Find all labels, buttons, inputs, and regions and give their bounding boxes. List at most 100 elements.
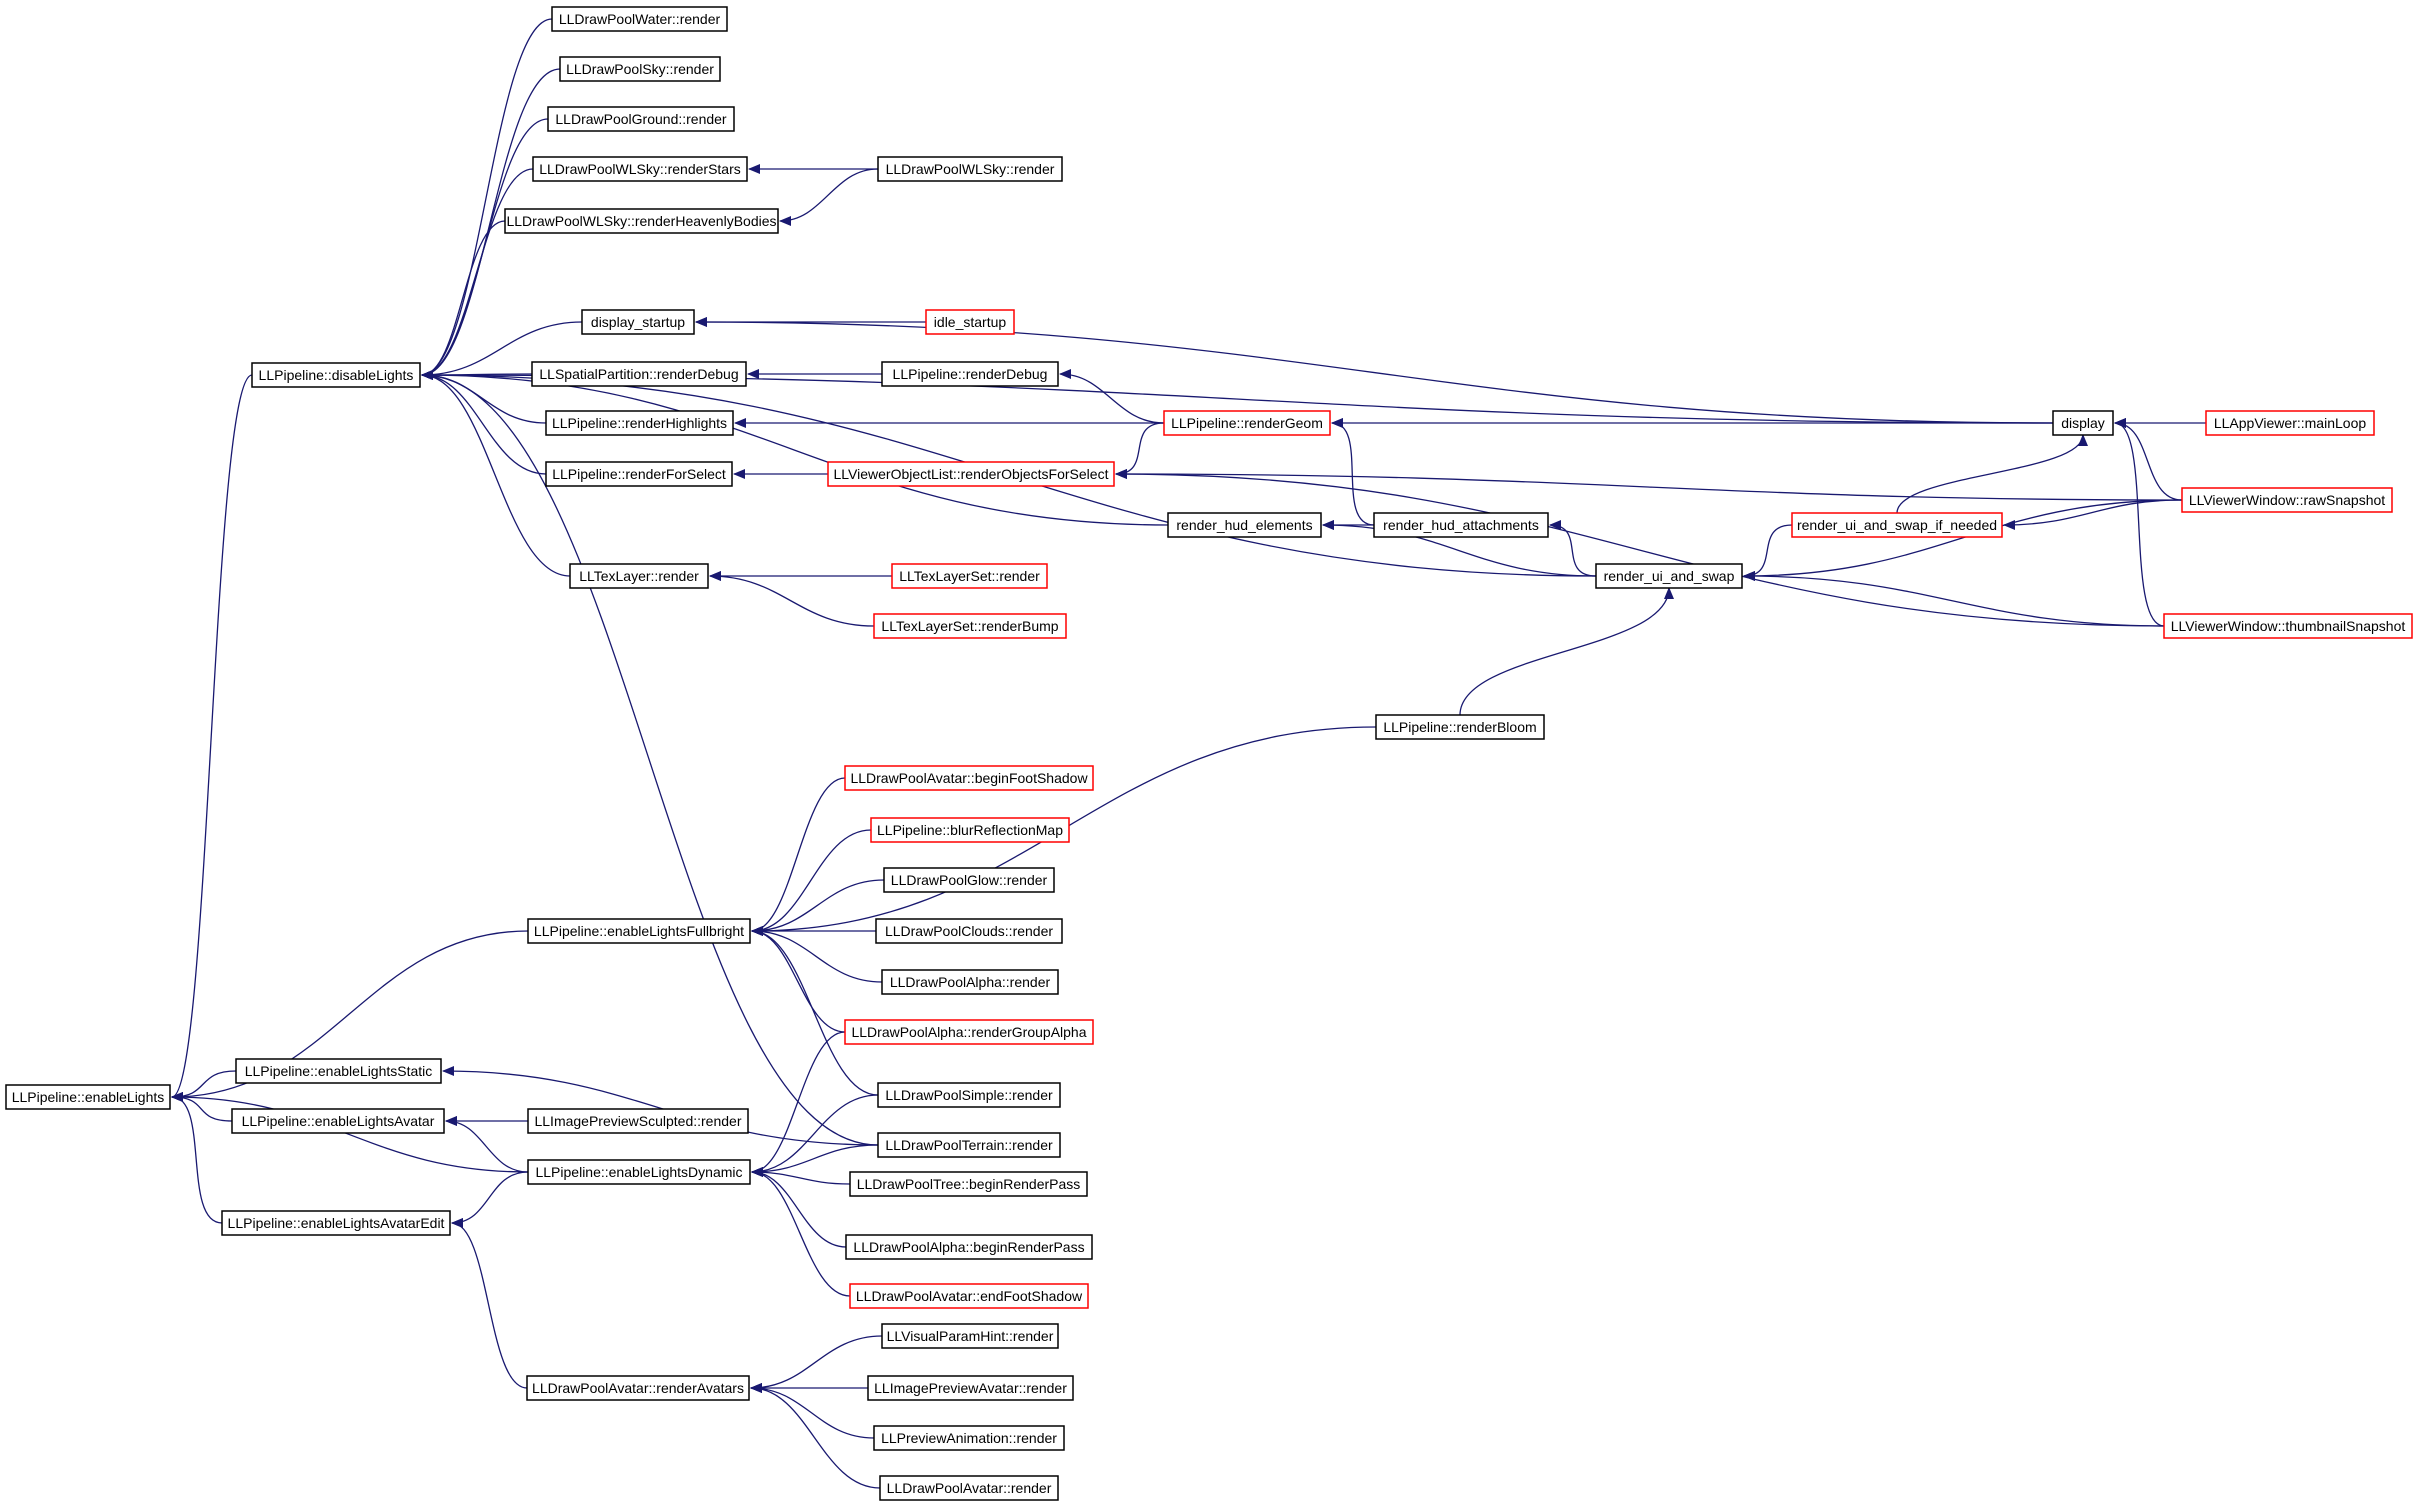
edge-dpAlphaRender-to-enableFullbright	[751, 926, 883, 983]
node-label: LLDrawPoolTree::beginRenderPass	[857, 1176, 1081, 1192]
node-box	[527, 1159, 751, 1185]
edge-winThumbnail-to-renderUiAndSwap	[1743, 571, 2165, 627]
edge-pipeRenderHighlights-to-disableLights	[421, 370, 547, 424]
edge-displayStartup-to-disableLights	[421, 321, 583, 380]
node-box	[231, 1108, 445, 1134]
edge-texLayerRender-to-disableLights	[421, 370, 571, 577]
node-label: LLPipeline::disableLights	[259, 367, 414, 383]
graph-node-pipeRenderBloom: LLPipeline::renderBloom	[1375, 714, 1545, 740]
graph-node-enableAvatar: LLPipeline::enableLightsAvatar	[231, 1108, 445, 1134]
edge-renderUiSwapIfNeeded-to-renderUiAndSwap	[1743, 524, 1793, 581]
node-label: render_hud_elements	[1176, 517, 1312, 533]
node-label: LLPipeline::renderGeom	[1171, 415, 1323, 431]
edge-pipeRenderForSelect-to-disableLights	[421, 370, 547, 475]
node-box	[827, 461, 1115, 487]
node-label: LLDrawPoolTerrain::render	[885, 1137, 1053, 1153]
node-box	[547, 106, 735, 132]
node-label: LLDrawPoolSimple::render	[885, 1087, 1053, 1103]
node-label: LLPreviewAnimation::render	[881, 1430, 1057, 1446]
edge-dpAlphaGroup-to-enableFullbright	[751, 926, 846, 1033]
node-label: LLDrawPoolClouds::render	[885, 923, 1053, 939]
graph-node-dpWLSkyRender: LLDrawPoolWLSky::render	[877, 156, 1063, 182]
edge-previewAnimation-to-dpAvatarRenderAvatars	[750, 1383, 875, 1439]
edge-renderHudElements-to-disableLights	[421, 370, 1169, 526]
graph-node-enableDynamic: LLPipeline::enableLightsDynamic	[527, 1159, 751, 1185]
node-box	[870, 817, 1070, 843]
node-label: render_hud_attachments	[1383, 517, 1539, 533]
node-label: LLPipeline::renderForSelect	[552, 466, 726, 482]
node-label: LLPipeline::enableLightsAvatarEdit	[228, 1215, 445, 1231]
node-box	[879, 1475, 1059, 1501]
graph-node-disableLights: LLPipeline::disableLights	[251, 362, 421, 388]
node-label: LLPipeline::enableLightsStatic	[245, 1063, 433, 1079]
graph-node-displayStartup: display_startup	[581, 309, 695, 335]
node-box	[559, 56, 721, 82]
node-label: LLDrawPoolGlow::render	[891, 872, 1048, 888]
node-box	[532, 156, 748, 182]
node-label: LLDrawPoolGround::render	[555, 111, 727, 127]
node-label: LLDrawPoolWLSky::renderStars	[539, 161, 741, 177]
node-box	[545, 461, 733, 487]
edge-dpWLSkyStars-to-disableLights	[421, 168, 534, 380]
edge-dpSimpleRender-to-enableFullbright	[751, 926, 879, 1096]
node-label: display_startup	[591, 314, 685, 330]
node-box	[844, 1019, 1094, 1045]
node-label: LLDrawPoolAlpha::beginRenderPass	[853, 1239, 1084, 1255]
node-label: display	[2061, 415, 2105, 431]
node-box	[527, 918, 751, 944]
graph-node-dpAlphaRender: LLDrawPoolAlpha::render	[881, 969, 1059, 995]
edge-dpWLSkyRender-to-dpWLSkyHeavenly	[779, 168, 879, 226]
edge-texLayerSetBump-to-texLayerRender	[709, 571, 875, 627]
edge-enableAvatarEdit-to-enableLights	[171, 1092, 223, 1224]
node-box	[877, 1082, 1061, 1108]
node-box	[849, 1283, 1089, 1309]
edge-layer	[171, 18, 2206, 1489]
edge-dpAvatarRenderAvatars-to-enableAvatarEdit	[451, 1218, 528, 1389]
node-label: LLPipeline::blurReflectionMap	[877, 822, 1063, 838]
edge-renderHudAttachments-to-pipeRenderGeom	[1331, 418, 1375, 526]
edge-winRawSnapshot-to-renderUiSwapIfNeeded	[2003, 499, 2183, 530]
node-box	[531, 361, 747, 387]
edge-pipeRenderGeom-to-pipeRenderDebug	[1059, 369, 1165, 424]
graph-node-imgPreviewSculpted: LLImagePreviewSculpted::render	[527, 1108, 749, 1134]
node-box	[251, 362, 421, 388]
graph-node-dpGroundRender: LLDrawPoolGround::render	[547, 106, 735, 132]
edge-dpGlowRender-to-enableFullbright	[751, 879, 885, 936]
graph-node-dpGlowRender: LLDrawPoolGlow::render	[883, 867, 1055, 893]
graph-node-texLayerRender: LLTexLayer::render	[569, 563, 709, 589]
node-box	[2205, 410, 2375, 436]
graph-node-dpWLSkyHeavenly: LLDrawPoolWLSky::renderHeavenlyBodies	[504, 208, 779, 234]
node-label: LLViewerObjectList::renderObjectsForSele…	[834, 466, 1109, 482]
node-box	[883, 867, 1055, 893]
node-box	[1163, 410, 1331, 436]
node-box	[551, 6, 728, 32]
node-box	[5, 1084, 171, 1110]
edge-renderUiAndSwap-to-renderHudElements	[1322, 520, 1597, 577]
graph-node-dpAvatarRender: LLDrawPoolAvatar::render	[879, 1475, 1059, 1501]
node-box	[881, 1323, 1059, 1349]
edge-dpWLSkyHeavenly-to-disableLights	[421, 220, 506, 380]
edge-dpSimpleRender-to-enableDynamic	[751, 1094, 879, 1177]
node-box	[925, 309, 1015, 335]
graph-node-enableLights: LLPipeline::enableLights	[5, 1084, 171, 1110]
edge-dpTreeBegin-to-enableDynamic	[751, 1167, 851, 1185]
edge-winThumbnail-to-volRenderObjects	[1115, 469, 2165, 627]
node-label: idle_startup	[934, 314, 1007, 330]
graph-node-appMainLoop: LLAppViewer::mainLoop	[2205, 410, 2375, 436]
edge-winThumbnail-to-display	[2114, 418, 2165, 627]
node-box	[235, 1058, 442, 1084]
node-label: LLVisualParamHint::render	[887, 1328, 1054, 1344]
node-box	[1595, 563, 1743, 589]
node-label: LLDrawPoolAvatar::renderAvatars	[532, 1380, 744, 1396]
node-box	[504, 208, 779, 234]
node-label: LLImagePreviewAvatar::render	[874, 1380, 1067, 1396]
graph-node-dpTerrainRender: LLDrawPoolTerrain::render	[877, 1132, 1061, 1158]
node-box	[1373, 512, 1549, 538]
node-box	[581, 309, 695, 335]
edge-dpAvatarRender-to-dpAvatarRenderAvatars	[750, 1383, 881, 1489]
edge-dpTerrainRender-to-enableStatic	[442, 1066, 879, 1146]
node-label: render_ui_and_swap_if_needed	[1797, 517, 1997, 533]
node-box	[873, 1425, 1065, 1451]
graph-node-dpAvatarRenderAvatars: LLDrawPoolAvatar::renderAvatars	[526, 1375, 750, 1401]
